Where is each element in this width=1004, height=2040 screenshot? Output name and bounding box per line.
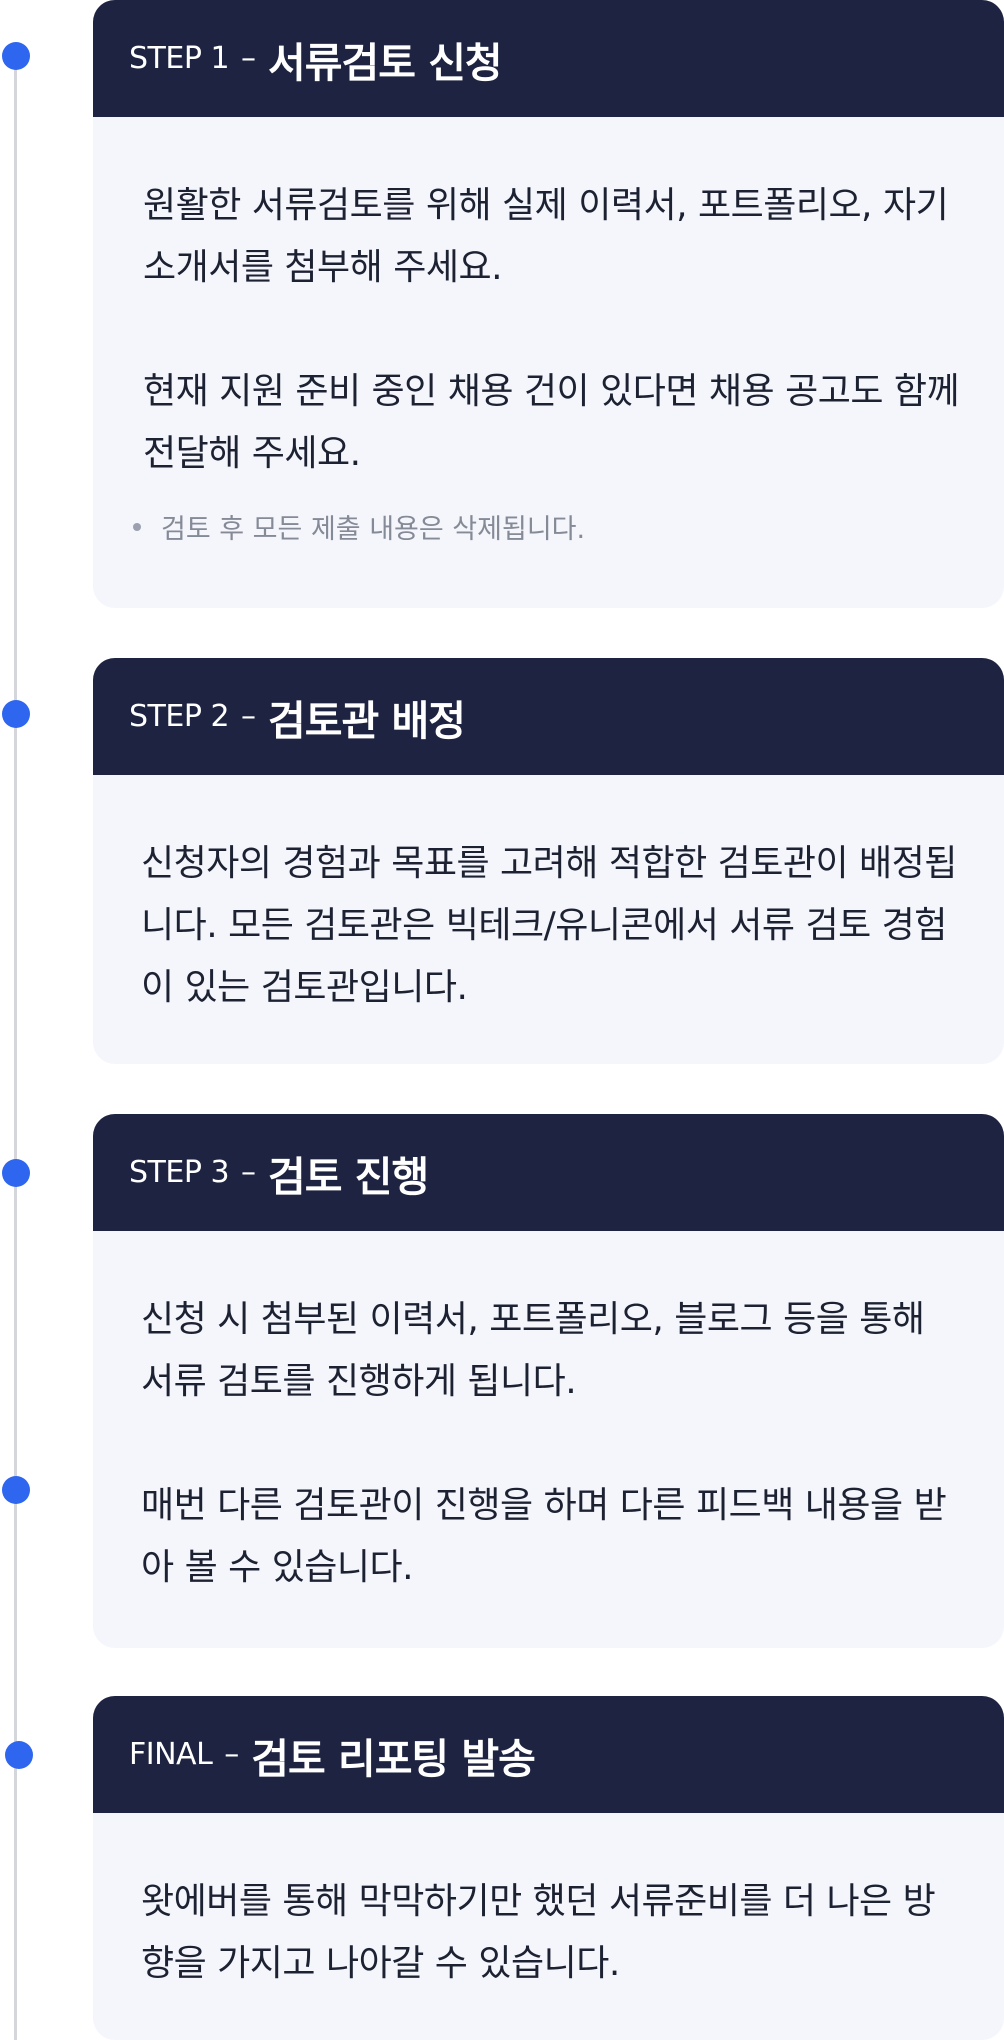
step-description: 신청자의 경험과 목표를 고려해 적합한 검토관이 배정됩니다. 모든 검토관은…: [141, 843, 957, 1008]
step-label: STEP 1: [129, 41, 230, 76]
step-card-2: STEP 2 – 검토관 배정 신청자의 경험과 목표를 고려해 적합한 검토관…: [93, 658, 1004, 1064]
timeline-dot-step-3-secondary: [2, 1476, 30, 1504]
timeline-dot-final: [5, 1741, 33, 1769]
step-header: FINAL – 검토 리포팅 발송: [93, 1696, 1004, 1813]
step-body: 신청 시 첨부된 이력서, 포트폴리오, 블로그 등을 통해 서류 검토를 진행…: [93, 1231, 1004, 1599]
step-description: 원활한 서류검토를 위해 실제 이력서, 포트폴리오, 자기소개서를 첨부해 주…: [143, 185, 949, 288]
step-body: 왓에버를 통해 막막하기만 했던 서류준비를 더 나은 방향을 가지고 나아갈 …: [93, 1813, 1004, 1995]
step-label: FINAL: [129, 1737, 213, 1772]
step-card-1: STEP 1 – 서류검토 신청 원활한 서류검토를 위해 실제 이력서, 포트…: [93, 0, 1004, 608]
step-title: 서류검토 신청: [268, 38, 503, 87]
step-body: 원활한 서류검토를 위해 실제 이력서, 포트폴리오, 자기소개서를 첨부해 주…: [93, 117, 1004, 546]
step-header: STEP 2 – 검토관 배정: [93, 658, 1004, 775]
step-description: 신청 시 첨부된 이력서, 포트폴리오, 블로그 등을 통해 서류 검토를 진행…: [141, 1299, 925, 1402]
step-separator: –: [241, 699, 257, 734]
bullet-icon: [133, 522, 141, 531]
timeline-dot-step-3: [2, 1159, 30, 1187]
timeline-dot-step-1: [2, 42, 30, 70]
step-separator: –: [241, 1155, 257, 1190]
step-separator: –: [224, 1737, 240, 1772]
timeline-dot-step-2: [2, 700, 30, 728]
step-label: STEP 3: [129, 1155, 230, 1190]
step-label: STEP 2: [129, 699, 230, 734]
step-note-text: 검토 후 모든 제출 내용은 삭제됩니다.: [161, 514, 586, 545]
timeline-line: [14, 56, 17, 2040]
step-note: 검토 후 모든 제출 내용은 삭제됩니다.: [95, 507, 964, 546]
step-title: 검토 리포팅 발송: [251, 1734, 536, 1783]
step-description: 왓에버를 통해 막막하기만 했던 서류준비를 더 나은 방향을 가지고 나아갈 …: [141, 1881, 936, 1984]
step-card-3: STEP 3 – 검토 진행 신청 시 첨부된 이력서, 포트폴리오, 블로그 …: [93, 1114, 1004, 1648]
step-body: 신청자의 경험과 목표를 고려해 적합한 검토관이 배정됩니다. 모든 검토관은…: [93, 775, 1004, 1019]
step-description: 현재 지원 준비 중인 채용 건이 있다면 채용 공고도 함께 전달해 주세요.: [143, 371, 960, 474]
step-header: STEP 3 – 검토 진행: [93, 1114, 1004, 1231]
step-header: STEP 1 – 서류검토 신청: [93, 0, 1004, 117]
step-description: 매번 다른 검토관이 진행을 하며 다른 피드백 내용을 받아 볼 수 있습니다…: [141, 1485, 947, 1588]
step-separator: –: [241, 41, 257, 76]
step-title: 검토 진행: [268, 1152, 429, 1201]
step-title: 검토관 배정: [268, 696, 466, 745]
step-card-final: FINAL – 검토 리포팅 발송 왓에버를 통해 막막하기만 했던 서류준비를…: [93, 1696, 1004, 2040]
